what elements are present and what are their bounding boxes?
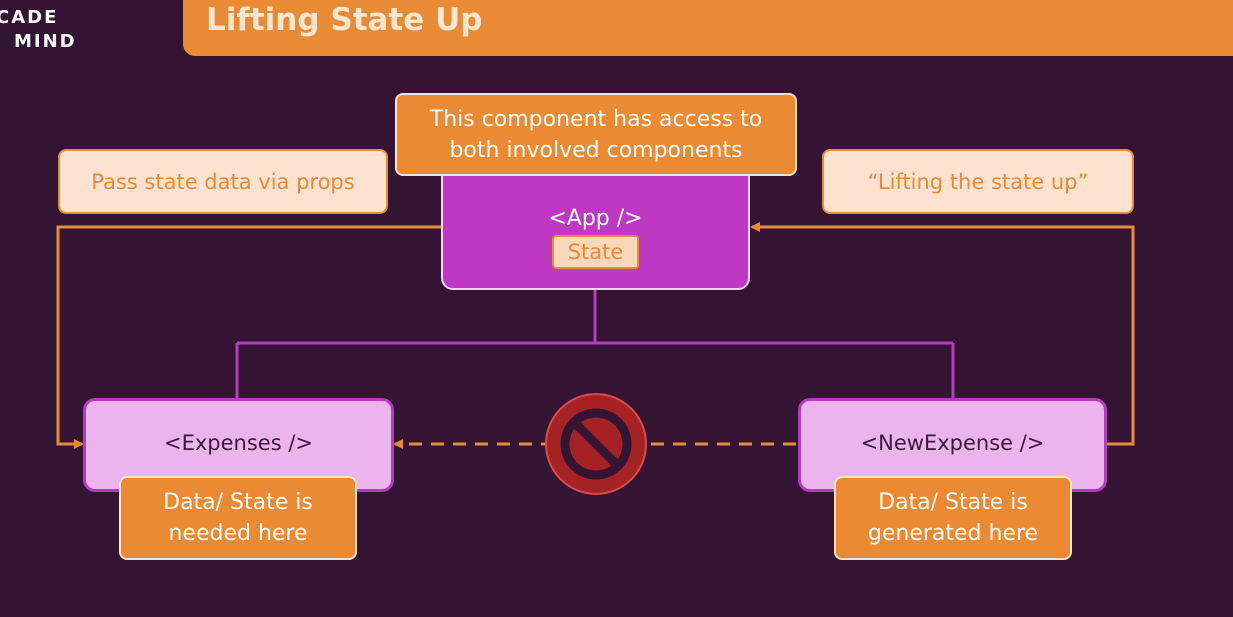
lifting-note-text: “Lifting the state up”: [867, 169, 1089, 194]
generated-note: Data/ State is generated here: [834, 476, 1072, 560]
tree-connector: [235, 290, 955, 400]
needed-note-text: Data/ State is needed here: [163, 490, 313, 546]
lift-state-arrow: [750, 222, 1135, 446]
title-bar: [183, 0, 1233, 56]
logo: CADE MIND: [0, 6, 100, 54]
app-component: <App /> State: [441, 162, 750, 290]
access-note-text: This component has access to both involv…: [429, 106, 763, 163]
state-badge: State: [551, 234, 640, 269]
new-expense-component-label: <NewExpense />: [860, 431, 1045, 455]
props-arrow: [56, 225, 442, 449]
pass-props-note: Pass state data via props: [58, 149, 388, 214]
logo-line-1: CADE: [0, 7, 59, 28]
pass-props-note-text: Pass state data via props: [91, 169, 355, 194]
lifting-note: “Lifting the state up”: [822, 149, 1134, 214]
logo-line-2: MIND: [14, 31, 77, 52]
needed-note: Data/ State is needed here: [119, 476, 357, 560]
no-entry-icon: [545, 393, 647, 495]
app-component-label: <App />: [548, 205, 643, 231]
access-note: This component has access to both involv…: [395, 93, 797, 176]
expenses-component-label: <Expenses />: [164, 431, 313, 455]
slide-title: Lifting State Up: [206, 2, 483, 38]
generated-note-text: Data/ State is generated here: [867, 490, 1039, 546]
